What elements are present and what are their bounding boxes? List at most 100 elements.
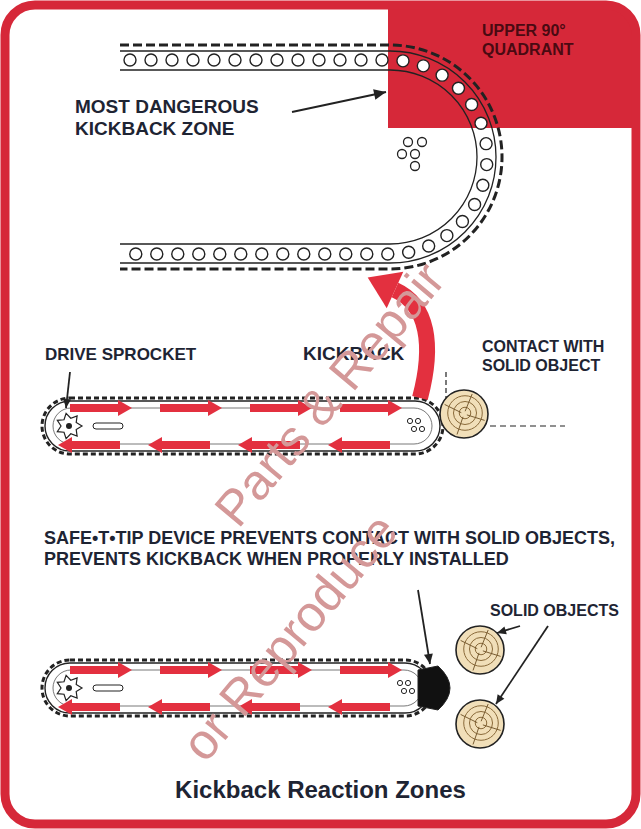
chain-link [235, 248, 247, 260]
quadrant-fill [388, 5, 636, 128]
red-frame [5, 5, 636, 824]
bar-slot [93, 423, 123, 429]
chain-link [423, 240, 435, 252]
part-name: DRIVE SPROCKET [45, 345, 245, 365]
chain-link [229, 54, 241, 66]
chain-link [313, 54, 325, 66]
solid-object-log [456, 626, 504, 674]
chain-direction-arrow [328, 437, 390, 453]
zone-label: UPPER 90° QUADRANT [482, 21, 626, 59]
log-end [456, 626, 504, 674]
tip-leader [418, 590, 430, 664]
chain-link [334, 54, 346, 66]
object-leader [496, 626, 548, 704]
nose-rivet [411, 426, 416, 431]
chain-direction-arrow [58, 699, 120, 715]
log-crack [483, 725, 501, 730]
chain-link [469, 198, 481, 210]
growth-ring [464, 632, 499, 667]
growth-ring [453, 401, 476, 424]
chain-link [214, 248, 226, 260]
log-end [440, 390, 488, 438]
chain-direction-arrow [70, 400, 132, 416]
chain-link [292, 54, 304, 66]
bar-nose-edge [120, 51, 496, 263]
chain-link [277, 248, 289, 260]
log-crack [457, 417, 463, 435]
reference-line [490, 425, 565, 426]
nose-rivet [398, 150, 407, 159]
chain-direction-arrow [160, 400, 222, 416]
chain-direction-arrow [148, 437, 210, 453]
zone-callout: MOST DANGEROUS KICKBACK ZONE [75, 96, 290, 141]
chain-link [145, 54, 157, 66]
chain-link [172, 248, 184, 260]
chain-direction-arrow [70, 662, 132, 678]
contact-callout: CONTACT WITH SOLID OBJECT [482, 338, 622, 376]
contact-callout: SOLID OBJECTS [490, 602, 626, 621]
leader-arrow-head [373, 89, 386, 100]
object-leader-head [497, 627, 507, 635]
quadrant-zone: UPPER 90° QUADRANT [388, 5, 636, 128]
chain-link [256, 248, 268, 260]
chain-link [298, 248, 310, 260]
diagram-title: Kickback Reaction Zones [0, 776, 641, 804]
chain-link [382, 248, 394, 260]
chain-link [480, 138, 492, 150]
log-crack [461, 714, 478, 722]
nose-rivet [404, 138, 413, 147]
nose-rivet [411, 150, 420, 159]
nose-rivet [397, 680, 402, 685]
nose-rivet [418, 138, 427, 147]
growth-ring [469, 711, 492, 734]
solid-object-log [456, 700, 504, 748]
frame-ground [5, 5, 636, 824]
chain-link [456, 216, 468, 228]
chain-link [397, 55, 409, 67]
chain-link [130, 248, 142, 260]
chain-guide [130, 60, 487, 254]
log-crack [473, 727, 479, 745]
chain-link [466, 99, 478, 111]
bar-nose [120, 45, 502, 269]
sprocket-hub [66, 423, 72, 429]
reference-line [445, 372, 446, 398]
middle-saw-bar [42, 398, 443, 454]
chain-direction-arrow [160, 662, 222, 678]
chain-link [124, 54, 136, 66]
chain-link [441, 230, 453, 242]
log-crack [467, 415, 485, 420]
log-crack [481, 704, 488, 721]
log-crack [465, 394, 472, 411]
chain-link [319, 248, 331, 260]
chain-link [475, 117, 487, 129]
drive-sprocket [57, 413, 82, 438]
safe-t-tip-device [418, 666, 450, 710]
nose-rivet [419, 426, 424, 431]
chain-link [361, 248, 373, 260]
nose-rivet [405, 680, 410, 685]
chain-link [271, 54, 283, 66]
chain-link [355, 54, 367, 66]
chain-link [477, 179, 489, 191]
log-end [456, 700, 504, 748]
log-crack [473, 653, 479, 671]
growth-ring [469, 637, 492, 660]
chain-link [340, 248, 352, 260]
saw-chain [42, 398, 443, 454]
chain-link [151, 248, 163, 260]
nose-rivet [415, 418, 420, 423]
nose-rivet [401, 688, 406, 693]
growth-ring [464, 706, 499, 741]
chain-link [193, 248, 205, 260]
chain-direction-arrow [58, 437, 120, 453]
log-crack [445, 404, 462, 412]
object-leader-head [496, 694, 504, 704]
chain-link [250, 54, 262, 66]
log-crack [483, 651, 501, 656]
sprocket-leader-head [63, 399, 71, 408]
drive-sprocket [57, 675, 82, 700]
chain-link [481, 159, 493, 171]
nose-rivet [407, 418, 412, 423]
